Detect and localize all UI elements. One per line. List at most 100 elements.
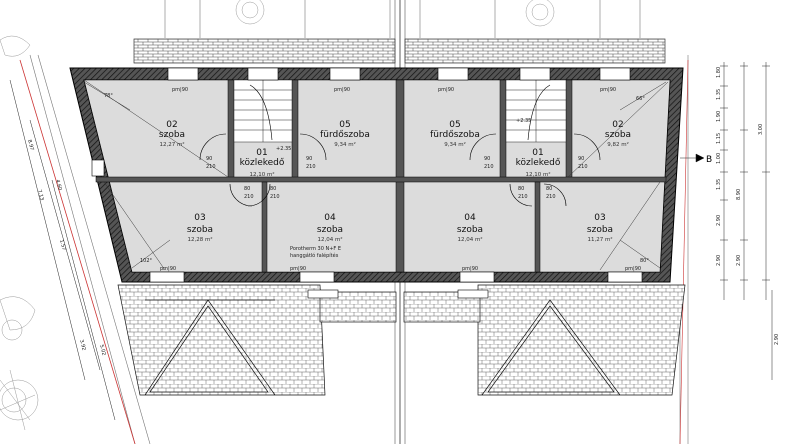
room-04b-area: 12,04 m² (457, 236, 482, 243)
window-tags: pm|90 pm|90 pm|90 pm|90 pm|90 pm|90 pm|9… (160, 87, 641, 272)
dimension-lines-right (680, 62, 773, 380)
room-04b-name: szoba (457, 225, 483, 235)
svg-text:80: 80 (270, 186, 276, 192)
room-02a-num: 02 (166, 120, 177, 130)
wall-note-line1: Porotherm 30 N+F E (290, 246, 341, 252)
room-04b-num: 04 (464, 213, 476, 223)
angle-label: 78° (104, 93, 113, 99)
door-tags: 90 210 90 210 90 210 90 210 80 210 80 21… (206, 118, 588, 200)
svg-text:5.02: 5.02 (98, 344, 107, 356)
room-01b-area: 12,10 m² (525, 171, 550, 178)
room-04a-area: 12,04 m² (317, 236, 342, 243)
floor-area (83, 79, 671, 273)
room-03b-area: 11,27 m² (587, 236, 612, 243)
brick-wall-top-left (133, 38, 396, 64)
angle-markers (83, 79, 669, 271)
interior-walls (95, 79, 667, 273)
room-02a-name: szoba (159, 130, 185, 140)
room-01a-num: 01 (256, 148, 267, 158)
section-marker: B (706, 155, 712, 165)
room-03a-num: 03 (194, 213, 205, 223)
bottom-windows (149, 271, 643, 283)
angle-label: 66° (636, 96, 645, 102)
room-03b-name: szoba (587, 225, 613, 235)
svg-text:4.60: 4.60 (54, 179, 63, 191)
room-05b-name: fürdőszoba (430, 130, 480, 140)
svg-text:+2.35: +2.35 (516, 118, 531, 124)
window-tag: pm|90 (625, 266, 641, 272)
top-windows (91, 67, 631, 177)
svg-text:8.97: 8.97 (26, 139, 35, 151)
door-arcs (199, 133, 601, 207)
property-line (19, 59, 136, 444)
window-tag: pm|90 (600, 87, 616, 93)
window-tag: pm|90 (172, 87, 188, 93)
room-03b-num: 03 (594, 213, 605, 223)
window-tag: pm|90 (290, 266, 306, 272)
svg-text:2.90: 2.90 (736, 255, 742, 266)
room-01b-num: 01 (532, 148, 543, 158)
svg-text:210: 210 (484, 164, 494, 170)
svg-text:1.15: 1.15 (716, 133, 722, 144)
room-02a-area: 12,27 m² (159, 141, 184, 148)
lower-roof-right (403, 284, 686, 396)
svg-text:210: 210 (270, 194, 280, 200)
angle-label: 102° (140, 258, 153, 264)
svg-text:2.90: 2.90 (716, 215, 722, 226)
room-05b-area: 9,34 m² (444, 141, 466, 148)
svg-text:1.80: 1.80 (716, 67, 722, 78)
svg-text:90: 90 (578, 156, 584, 162)
window-tag: pm|90 (160, 266, 176, 272)
room-05a-num: 05 (339, 120, 350, 130)
window-tag: pm|90 (438, 87, 454, 93)
svg-text:3.92: 3.92 (78, 339, 87, 351)
room-05a-area: 9,34 m² (334, 141, 356, 148)
svg-text:210: 210 (244, 194, 254, 200)
svg-text:80: 80 (518, 186, 524, 192)
room-05b-num: 05 (449, 120, 460, 130)
room-02b-num: 02 (612, 120, 623, 130)
svg-text:210: 210 (578, 164, 588, 170)
angle-label: 80° (640, 258, 649, 264)
svg-text:1.90: 1.90 (716, 111, 722, 122)
svg-text:3.00: 3.00 (758, 124, 764, 135)
svg-text:7.13: 7.13 (36, 189, 45, 201)
svg-text:2.90: 2.90 (716, 255, 722, 266)
svg-text:8.90: 8.90 (736, 189, 742, 200)
svg-text:1.35: 1.35 (716, 179, 722, 190)
room-04a-num: 04 (324, 213, 336, 223)
svg-text:1.57: 1.57 (58, 239, 67, 251)
brick-wall-top-right (404, 38, 666, 64)
svg-text:80: 80 (546, 186, 552, 192)
staircase-left (233, 79, 293, 143)
roof-windows (307, 289, 489, 299)
room-03a-name: szoba (187, 225, 213, 235)
svg-text:210: 210 (518, 194, 528, 200)
svg-text:210: 210 (206, 164, 216, 170)
lower-roof-left (117, 284, 397, 396)
svg-text:1.35: 1.35 (716, 89, 722, 100)
left-dimension-text: 8.97 7.13 4.60 1.57 3.92 5.02 (26, 139, 107, 356)
room-labels: 02 szoba 12,27 m² 01 közlekedő 12,10 m² … (159, 120, 631, 243)
svg-text:1.00: 1.00 (716, 153, 722, 164)
right-dimension-text: 1.80 1.35 1.90 1.15 1.00 1.35 2.90 2.90 … (716, 67, 780, 345)
window-tag: pm|90 (462, 266, 478, 272)
room-04a-name: szoba (317, 225, 343, 235)
svg-text:90: 90 (306, 156, 312, 162)
svg-text:210: 210 (546, 194, 556, 200)
room-02b-name: szoba (605, 130, 631, 140)
svg-text:90: 90 (206, 156, 212, 162)
room-01b-name: közlekedő (516, 158, 561, 168)
svg-text:2.90: 2.90 (774, 334, 780, 345)
vegetation-sketch (0, 0, 555, 431)
room-01a-area: 12,10 m² (249, 171, 274, 178)
svg-text:210: 210 (306, 164, 316, 170)
svg-text:90: 90 (484, 156, 490, 162)
svg-text:+2.35: +2.35 (276, 146, 291, 152)
window-tag: pm|90 (334, 87, 350, 93)
dimension-lines-left (9, 79, 116, 421)
wall-note-line2: hanggátló falépítés (290, 252, 339, 259)
room-03a-area: 12,28 m² (187, 236, 212, 243)
room-01a-name: közlekedő (240, 158, 285, 168)
